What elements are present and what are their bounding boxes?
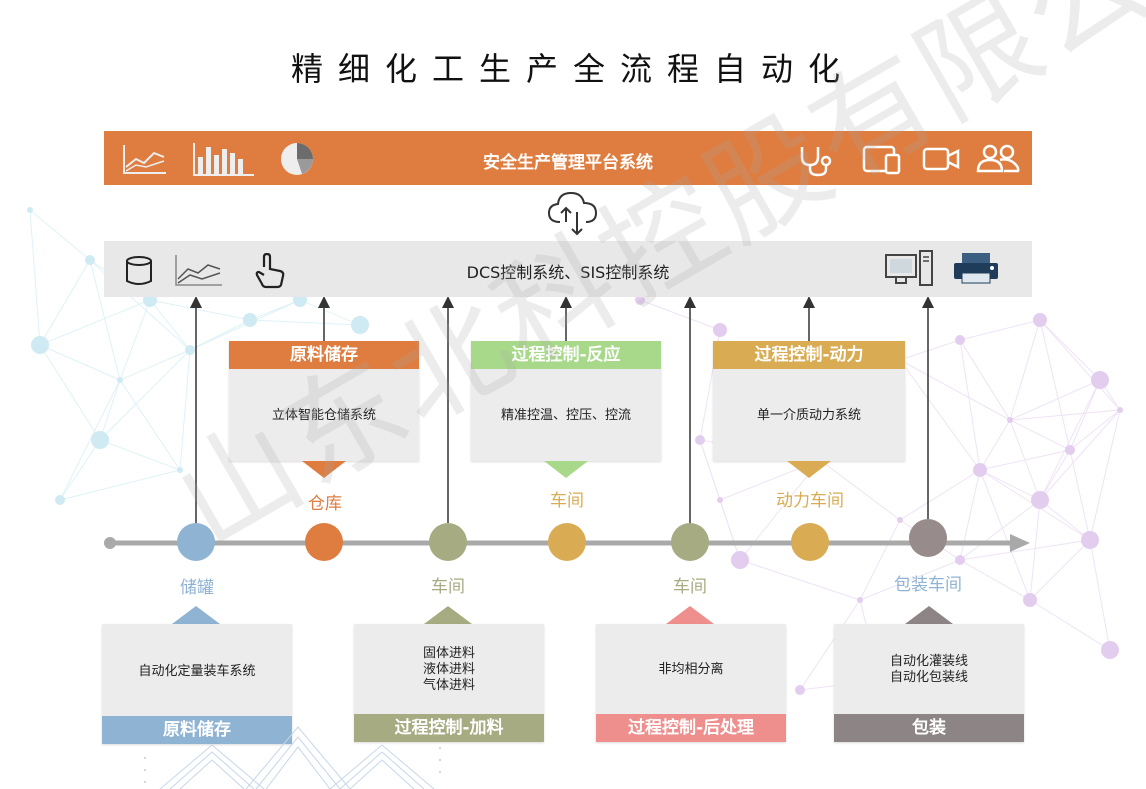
bottom-card-title: 过程控制-加料 <box>354 714 544 742</box>
network-dot <box>731 551 749 569</box>
bottom-card-raw-material-storage: 自动化定量装车系统 原料储存 <box>102 624 292 744</box>
location-label-power-workshop: 动力车间 <box>776 491 844 511</box>
network-dot <box>857 597 863 603</box>
feeding-workshop-node <box>429 523 467 561</box>
bottom-card-process-feeding: 固体进料 液体进料 气体进料 过程控制-加料 <box>354 624 544 742</box>
bottom-card-pointer <box>424 606 472 624</box>
bottom-card-body-line: 自动化包装线 <box>889 670 968 685</box>
bottom-card-body: 固体进料 液体进料 气体进料 <box>354 646 544 694</box>
top-card-title: 过程控制-反应 <box>471 341 661 369</box>
warehouse-node <box>305 523 343 561</box>
bottom-card-pointer <box>905 606 953 624</box>
top-card-title: 过程控制-动力 <box>713 341 905 369</box>
network-dot <box>243 313 257 327</box>
top-card-process-reaction: 过程控制-反应 精准控温、控压、控流 <box>471 341 661 461</box>
bottom-card-pointer <box>666 606 714 624</box>
bottom-card-body: 自动化定量装车系统 <box>102 664 292 680</box>
network-dot <box>695 435 705 445</box>
network-dot <box>955 555 965 565</box>
post-treatment-workshop-node <box>671 523 709 561</box>
bottom-card-body-line: 自动化定量装车系统 <box>138 664 256 679</box>
location-label-post-treatment-workshop: 车间 <box>673 577 707 597</box>
safety-platform-label: 安全生产管理平台系统 <box>483 153 653 173</box>
timeline-arrowhead <box>1010 534 1030 552</box>
bottom-card-packaging: 自动化灌装线 自动化包装线 包装 <box>834 624 1024 742</box>
bottom-card-body-line: 非均相分离 <box>658 662 724 677</box>
top-card-pointer <box>302 461 346 478</box>
location-label-feeding-workshop: 车间 <box>431 577 465 597</box>
storage-tank-node <box>177 523 215 561</box>
network-dot <box>1023 593 1037 607</box>
network-dot <box>955 335 965 345</box>
bottom-card-body-line: 气体进料 <box>422 678 475 693</box>
bottom-card-body: 非均相分离 <box>596 662 786 678</box>
devices-icon <box>862 145 901 175</box>
cloud-sync-icon <box>547 191 598 236</box>
top-card-body: 单一介质动力系统 <box>756 408 861 423</box>
line-chart-icon <box>123 145 166 174</box>
trend-line-icon <box>175 255 222 286</box>
page-title: 精细化工生产全流程自动化 <box>290 50 855 88</box>
bottom-card-title: 原料储存 <box>102 716 292 744</box>
network-dot <box>1101 641 1119 659</box>
top-card-process-power: 过程控制-动力 单一介质动力系统 <box>713 341 905 461</box>
users-icon <box>976 144 1020 173</box>
bottom-card-body: 自动化灌装线 自动化包装线 <box>834 654 1024 686</box>
bar-chart-icon <box>193 143 254 176</box>
top-card-body: 精准控温、控压、控流 <box>500 408 631 423</box>
top-card-pointer <box>544 461 588 478</box>
location-label-storage-tank: 储罐 <box>180 578 214 598</box>
network-dot <box>91 431 109 449</box>
dcs-sis-bar: DCS控制系统、SIS控制系统 <box>104 241 1032 297</box>
network-dot <box>351 316 369 334</box>
bottom-card-process-post-treatment: 非均相分离 过程控制-后处理 <box>596 624 786 742</box>
network-dot <box>897 517 903 523</box>
network-dot <box>117 377 123 383</box>
location-label-reaction-workshop: 车间 <box>550 491 584 511</box>
location-label-warehouse: 仓库 <box>308 494 342 514</box>
video-camera-icon <box>922 147 960 171</box>
timeline-start-dot <box>104 537 116 549</box>
network-dot <box>1091 371 1109 389</box>
reaction-workshop-node <box>548 523 586 561</box>
printer-icon <box>954 253 998 284</box>
database-icon <box>126 256 152 285</box>
network-dot <box>55 495 65 505</box>
network-dot <box>185 345 195 355</box>
packaging-workshop-node <box>909 519 947 557</box>
network-dot <box>973 463 987 477</box>
network-dot <box>713 323 727 337</box>
bottom-card-body-line: 自动化灌装线 <box>889 654 968 669</box>
bottom-card-title: 过程控制-后处理 <box>596 714 786 742</box>
network-dot <box>635 295 645 305</box>
network-dot <box>85 255 95 265</box>
network-dot <box>1081 531 1099 549</box>
network-dot <box>717 497 723 503</box>
pie-chart-icon <box>281 143 313 175</box>
network-dot <box>1031 491 1049 509</box>
network-dot <box>27 207 33 213</box>
power-workshop-node <box>791 523 829 561</box>
stethoscope-icon <box>800 147 832 177</box>
touch-hand-icon <box>255 253 285 289</box>
bottom-card-pointer <box>172 606 220 624</box>
dcs-sis-label: DCS控制系统、SIS控制系统 <box>466 263 670 282</box>
network-dot <box>1007 417 1013 423</box>
top-card-body: 立体智能仓储系统 <box>271 408 376 423</box>
safety-platform-bar: 安全生产管理平台系统 <box>104 131 1032 185</box>
network-dot <box>1065 445 1075 455</box>
network-dot <box>1117 407 1123 413</box>
top-card-title: 原料储存 <box>229 341 419 369</box>
top-card-pointer <box>787 461 831 478</box>
top-card-raw-material-storage: 原料储存 立体智能仓储系统 <box>229 341 419 461</box>
computer-icon <box>885 250 933 286</box>
bottom-card-body-line: 固体进料 <box>422 646 475 661</box>
bottom-card-body-line: 液体进料 <box>422 662 475 677</box>
network-dot <box>31 336 49 354</box>
bottom-card-title: 包装 <box>834 714 1024 742</box>
network-dot <box>795 685 805 695</box>
network-dot <box>177 467 183 473</box>
location-label-packaging-workshop: 包装车间 <box>894 575 962 595</box>
network-dot <box>1033 313 1047 327</box>
